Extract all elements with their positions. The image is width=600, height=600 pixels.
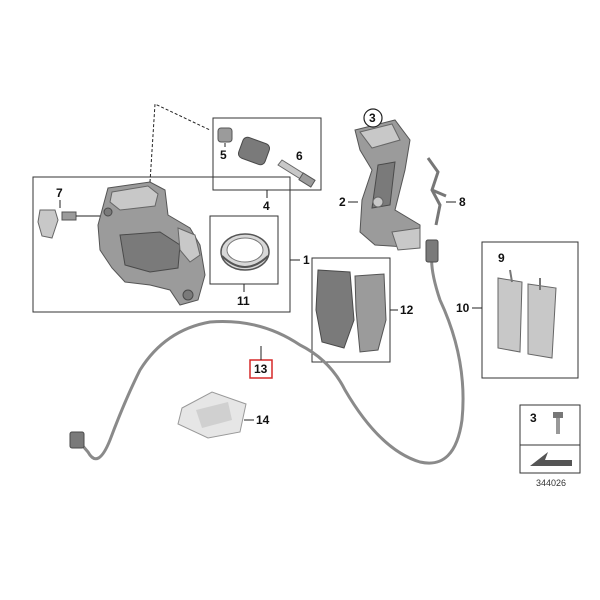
callout-6[interactable]: 6 xyxy=(296,149,303,163)
callout-13[interactable]: 13 xyxy=(254,362,268,376)
callout-9[interactable]: 9 xyxy=(498,251,505,265)
callout-1[interactable]: 1 xyxy=(303,253,310,267)
callout-4[interactable]: 4 xyxy=(263,199,270,213)
wear-sensor-cable xyxy=(69,239,465,465)
callout-12[interactable]: 12 xyxy=(400,303,414,317)
callout-8[interactable]: 8 xyxy=(459,195,466,209)
brake-pads xyxy=(315,269,387,353)
caliper-assembly-box xyxy=(32,176,291,313)
guide-pin xyxy=(277,159,316,188)
piston-seal-ring xyxy=(220,233,270,271)
wear-indicator-clips xyxy=(497,269,557,359)
dashed-leader xyxy=(149,103,211,183)
legend-qty: 3 xyxy=(530,411,537,425)
callout-2[interactable]: 2 xyxy=(339,195,346,209)
bleeder-valve xyxy=(37,209,100,239)
brake-caliper xyxy=(97,181,206,306)
callout-3[interactable]: 3 xyxy=(369,111,376,125)
guide-bushing xyxy=(217,127,271,166)
arrow-icon xyxy=(530,452,572,466)
callout-3-ring xyxy=(363,108,383,128)
callout-14[interactable]: 14 xyxy=(256,413,270,427)
callout-5[interactable]: 5 xyxy=(220,148,227,162)
figure-number: 344026 xyxy=(536,478,566,488)
callout-7[interactable]: 7 xyxy=(56,186,63,200)
callout-11[interactable]: 11 xyxy=(237,294,250,308)
bolt-icon xyxy=(553,412,563,434)
caliper-carrier xyxy=(354,119,421,251)
wear-sensor-box xyxy=(481,241,579,379)
anti-rattle-spring xyxy=(426,157,447,226)
legend-box xyxy=(519,404,581,474)
grease-packet xyxy=(177,391,247,439)
callout-10[interactable]: 10 xyxy=(456,301,470,315)
